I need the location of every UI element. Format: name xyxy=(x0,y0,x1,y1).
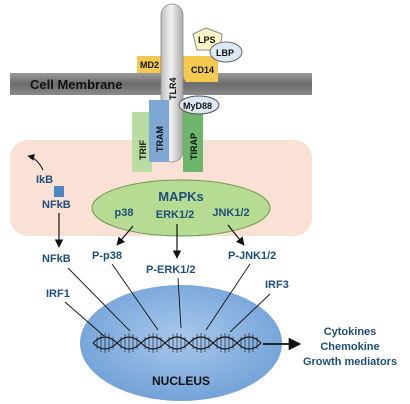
ikb-release-arrow xyxy=(27,153,44,171)
nucleus-label: NUCLEUS xyxy=(152,374,210,388)
lbp-label: LBP xyxy=(216,48,234,58)
myd88-label: MyD88 xyxy=(183,101,212,111)
cd14-protein xyxy=(180,56,218,82)
tram-label: TRAM xyxy=(155,126,165,152)
output-chemokine: Chemokine xyxy=(320,341,379,353)
mapks-ellipse xyxy=(91,179,271,237)
lbp-protein xyxy=(209,41,243,63)
nfkb-complex-label: NFkB xyxy=(42,199,71,211)
myd88-adaptor xyxy=(178,95,220,115)
output-growth-mediators: Growth mediators xyxy=(303,356,397,368)
membrane-label: Cell Membrane xyxy=(30,77,122,92)
jnk-label: JNK1/2 xyxy=(212,207,249,219)
nfkb-to-nucleus-line xyxy=(67,267,131,332)
jnk-to-nucleus-line xyxy=(205,263,251,331)
md2-label: MD2 xyxy=(140,60,159,70)
dna-helix xyxy=(92,333,262,353)
tirap-adaptor xyxy=(183,110,203,172)
irf1-label: IRF1 xyxy=(46,288,70,300)
jnk-arrow xyxy=(227,224,245,246)
output-cytokines: Cytokines xyxy=(324,326,377,338)
irf3-to-nucleus-line xyxy=(229,293,271,333)
tirap-label: TIRAP xyxy=(189,133,199,160)
p38-arrow xyxy=(116,225,134,246)
erk-to-nucleus-line xyxy=(177,277,182,329)
trif-adaptor xyxy=(132,112,152,172)
md2-protein xyxy=(137,56,164,73)
irf1-to-nucleus-line xyxy=(64,301,105,337)
ikb-label: IkB xyxy=(36,174,53,186)
cd14-label: CD14 xyxy=(191,65,214,75)
irf3-label: IRF3 xyxy=(265,279,289,291)
p38-label: p38 xyxy=(115,207,134,219)
p38-to-nucleus-line xyxy=(111,263,159,331)
p-p38-label: P-p38 xyxy=(92,250,122,262)
tlr4-label: TLR4 xyxy=(168,78,178,101)
p-erk-label: P-ERK1/2 xyxy=(146,264,196,276)
erk-label: ERK1/2 xyxy=(156,209,195,221)
ikb-block xyxy=(54,186,64,197)
mapks-label: MAPKs xyxy=(158,189,204,204)
trif-label: TRIF xyxy=(138,140,148,160)
tram-adaptor xyxy=(149,100,169,162)
nfkb-label: NFkB xyxy=(42,253,71,265)
lps-label: LPS xyxy=(198,35,216,45)
p-jnk-label: P-JNK1/2 xyxy=(228,250,276,262)
